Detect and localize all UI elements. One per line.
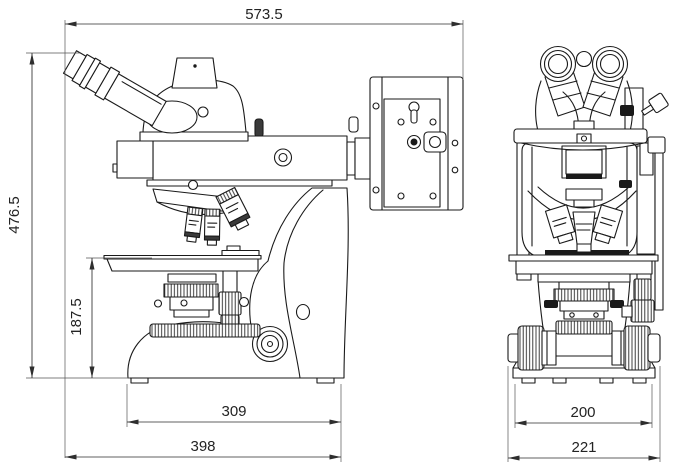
stage-front (508, 254, 659, 283)
left-eyepiece (539, 45, 577, 83)
focus-knob-right (611, 325, 661, 371)
stage-xy-control-front (621, 278, 655, 323)
dim-label-stage-height: 187.5 (68, 298, 85, 336)
dim-label-base-depth: 309 (221, 403, 246, 420)
focus-knob-side (251, 325, 289, 363)
dim-stage-height: 187.5 (68, 258, 95, 378)
hinge (575, 50, 593, 68)
dim-base-depth: 309 (127, 403, 341, 425)
head-screw (197, 106, 209, 118)
objective-left-front (544, 204, 576, 245)
condenser-side (153, 273, 219, 318)
eyepiece-tube-side (62, 50, 167, 127)
dim-label-total-depth: 398 (190, 438, 215, 455)
lamphouse (346, 76, 464, 211)
field-diaphragm-ring (149, 323, 261, 338)
body-knob (273, 148, 293, 167)
side-view (62, 50, 464, 384)
lamp-pin (254, 118, 264, 138)
objective-middle (203, 208, 221, 246)
dim-overall-depth: 573.5 (65, 6, 463, 27)
nosepiece-side (152, 186, 251, 246)
right-rail (654, 144, 664, 311)
centering-screw (348, 116, 359, 133)
right-eyepiece (591, 45, 629, 83)
dim-label-overall-height: 476.5 (6, 196, 23, 234)
field-ring-front (555, 320, 613, 335)
objective-right-front (592, 204, 624, 245)
dim-label-total-width: 221 (571, 439, 596, 456)
epi-attachment-box (116, 140, 154, 179)
objective-center-front (572, 211, 596, 253)
dim-label-overall-depth: 573.5 (245, 6, 283, 23)
objective-front (215, 186, 251, 231)
condenser-front (544, 281, 624, 335)
front-view (507, 45, 669, 384)
phototube (171, 57, 218, 89)
extension-lines (26, 20, 661, 462)
slide-clip (226, 245, 241, 252)
dim-label-base-width: 200 (570, 404, 595, 421)
focus-knob-left (507, 325, 557, 371)
arm-plug (295, 303, 311, 321)
front-foot (130, 377, 149, 384)
dim-total-width: 221 (508, 439, 660, 461)
dim-total-depth: 398 (65, 438, 341, 460)
side-slider-knob (647, 136, 666, 154)
angled-knob (641, 92, 669, 116)
dim-base-width: 200 (515, 404, 652, 426)
dim-overall-height: 476.5 (6, 53, 35, 378)
objective-rear (183, 206, 204, 243)
dimension-annotations: 573.5 476.5 187.5 309 398 200 (6, 6, 661, 462)
body-screw (187, 179, 199, 191)
analyzer-knob (620, 105, 634, 116)
aperture-lever (153, 299, 163, 308)
eyecup (62, 50, 87, 80)
stage-side (103, 245, 262, 272)
binocular-head-front (513, 45, 648, 151)
objectives-front (544, 204, 624, 253)
stage-xy-control-side (218, 270, 250, 331)
rear-foot (316, 377, 335, 384)
